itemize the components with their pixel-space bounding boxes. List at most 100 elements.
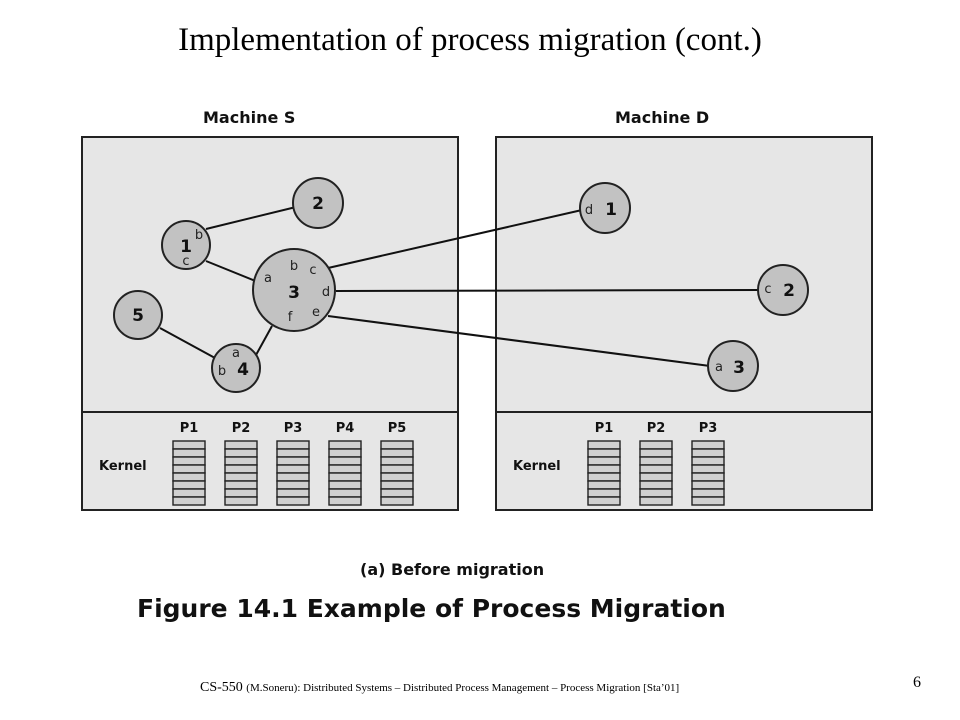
link-s3-d3 <box>327 315 711 367</box>
machine-d-kernel-table-1-row <box>587 464 621 474</box>
machine-d-kernel-table-3-row <box>691 456 725 466</box>
process-s5 <box>113 290 163 340</box>
machine-s-kernel-table-3-row <box>276 496 310 506</box>
machine-s-kernel-table-2-row <box>224 496 258 506</box>
machine-s-kernel-table-1-row <box>172 480 206 490</box>
machine-d-kernel-table-1-row <box>587 456 621 466</box>
machine-s-kernel-table-2-row <box>224 464 258 474</box>
machine-s-kernel-table-3-row <box>276 456 310 466</box>
machine-s-kernel-table-1-row <box>172 472 206 482</box>
footer-details: (M.Soneru): Distributed Systems – Distri… <box>246 682 680 694</box>
port-s3-d: d <box>322 285 330 300</box>
machine-s-kernel-table-5-row <box>380 480 414 490</box>
machine-s-kernel-table-2-row <box>224 456 258 466</box>
figure-caption: Figure 14.1 Example of Process Migration <box>137 594 726 623</box>
port-s1-b: b <box>195 228 203 243</box>
process-s1-number: 1 <box>180 237 192 257</box>
machine-s-kernel-table-2-row <box>224 488 258 498</box>
machine-s-kernel-table-1-row <box>172 488 206 498</box>
machine-d-kernel-table-2-row <box>639 440 673 450</box>
machine-s-kernel-table-4-row <box>328 488 362 498</box>
slide-title: Implementation of process migration (con… <box>178 22 762 58</box>
machine-d-kernel-table-1 <box>587 440 621 506</box>
process-d2-number: 2 <box>783 281 795 301</box>
process-d3 <box>707 340 759 392</box>
process-s2 <box>292 177 344 229</box>
port-s3-c: c <box>309 263 316 278</box>
machine-s-kernel-p4: P4 <box>336 421 355 436</box>
machine-d-kernel-table-3-row <box>691 472 725 482</box>
machine-d-kernel-table-2-row <box>639 464 673 474</box>
process-s2-number: 2 <box>312 194 324 214</box>
machine-s-kernel-p5: P5 <box>388 421 407 436</box>
process-s1 <box>161 220 211 270</box>
machine-s-kernel-table-2-row <box>224 480 258 490</box>
machine-s-kernel-table-4-row <box>328 464 362 474</box>
port-d3-a: a <box>715 360 723 375</box>
machine-d-kernel-label: Kernel <box>513 459 561 474</box>
machine-d-kernel-table-3-row <box>691 496 725 506</box>
machine-s-kernel-table-2 <box>224 440 258 506</box>
machine-d-kernel-table-1-row <box>587 440 621 450</box>
machine-d-kernel-table-2-row <box>639 448 673 458</box>
machine-s-kernel-p3: P3 <box>284 421 303 436</box>
footer-course: CS-550 <box>200 680 243 695</box>
machine-d-kernel-table-1-row <box>587 488 621 498</box>
process-s4 <box>211 343 261 393</box>
port-s3-e: e <box>312 305 320 320</box>
machine-s-kernel-table-3-row <box>276 488 310 498</box>
machine-d-kernel-table-3-row <box>691 480 725 490</box>
machine-s-kernel-table-5-row <box>380 496 414 506</box>
machine-s-kernel-table-5-row <box>380 464 414 474</box>
link-s4-s3 <box>255 325 273 356</box>
machine-d-kernel-table-2-row <box>639 480 673 490</box>
machine-s-kernel-table-3-row <box>276 448 310 458</box>
machine-s-kernel-table-2-row <box>224 472 258 482</box>
machine-d-kernel-table-2-row <box>639 496 673 506</box>
machine-s-kernel-table-1-row <box>172 456 206 466</box>
port-s3-b: b <box>290 259 298 274</box>
machine-s-label: Machine S <box>203 108 296 127</box>
machine-d-kernel-table-1-row <box>587 480 621 490</box>
machine-d-kernel-p1: P1 <box>595 421 614 436</box>
machine-s-kernel-table-2-row <box>224 448 258 458</box>
process-d1-number: 1 <box>605 200 617 220</box>
machine-s-kernel-table-5-row <box>380 488 414 498</box>
kernel-process-tables <box>172 440 725 506</box>
machine-s-kernel-table-4 <box>328 440 362 506</box>
process-s3-number: 3 <box>288 283 300 303</box>
process-d2 <box>757 264 809 316</box>
machine-s-kernel-table-5-row <box>380 440 414 450</box>
machine-d-kernel-table-2-row <box>639 488 673 498</box>
process-s3 <box>252 248 336 332</box>
machine-s-kernel-table-4-row <box>328 448 362 458</box>
process-d3-number: 3 <box>733 358 745 378</box>
link-s3-d2 <box>335 289 761 292</box>
machine-s-kernel-table-1-row <box>172 496 206 506</box>
machine-s-kernel-table-1 <box>172 440 206 506</box>
machine-d-kernel-table-3-row <box>691 440 725 450</box>
machine-d-kernel-table-3-row <box>691 488 725 498</box>
link-s3-d1 <box>327 209 583 269</box>
machine-s-kernel-table-3-row <box>276 464 310 474</box>
process-d1 <box>579 182 631 234</box>
machine-d-kernel-table-1-row <box>587 472 621 482</box>
process-s4-number: 4 <box>237 360 249 380</box>
machine-s-kernel-table-5-row <box>380 456 414 466</box>
slide-footer: CS-550 (M.Soneru): Distributed Systems –… <box>200 680 679 696</box>
link-s1-s2 <box>205 206 297 230</box>
machine-d-process-area <box>495 136 873 413</box>
machine-s-kernel-table-1-row <box>172 440 206 450</box>
machine-d-kernel-area <box>495 411 873 511</box>
port-s4-a: a <box>232 346 240 361</box>
machine-s-kernel-p2: P2 <box>232 421 251 436</box>
machine-s-kernel-table-3 <box>276 440 310 506</box>
machine-s-kernel-table-3-row <box>276 440 310 450</box>
machine-d-kernel-table-3-row <box>691 448 725 458</box>
figure-subcaption: (a) Before migration <box>360 560 545 579</box>
machine-s-kernel-table-4-row <box>328 440 362 450</box>
machine-s-kernel-p1: P1 <box>180 421 199 436</box>
machine-s-kernel-table-2-row <box>224 440 258 450</box>
machine-d-kernel-p2: P2 <box>647 421 666 436</box>
